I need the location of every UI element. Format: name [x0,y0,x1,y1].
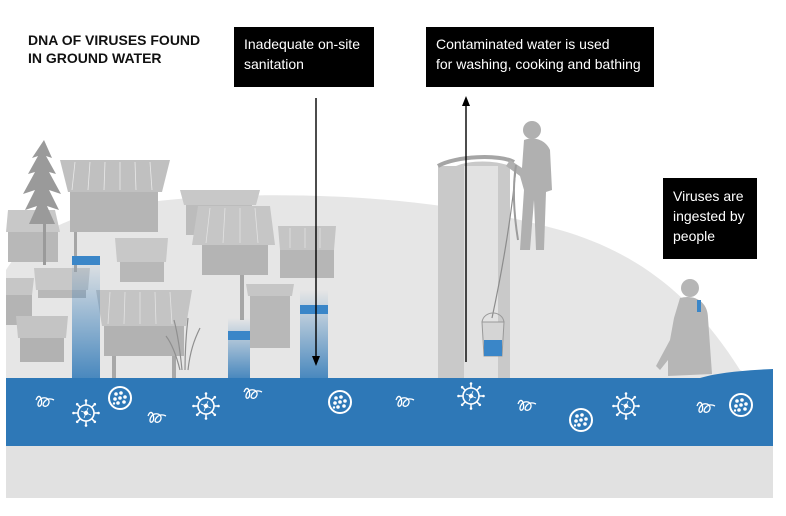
title-line-1: DNA OF VIRUSES FOUND [28,32,201,48]
village [6,160,336,378]
reeds [165,317,201,371]
water-use-callout-line-2: for washing, cooking and bathing [436,56,641,72]
surface-water [700,369,773,378]
ingested-callout-line-1: Viruses are [673,188,744,204]
sanitation-arrow [312,98,320,366]
sanitation-callout-line-1: Inadequate on-site [244,36,360,52]
water-use-arrow [462,96,470,362]
ingested-callout: Viruses are ingested by people [663,178,757,259]
sanitation-callout-line-2: sanitation [244,56,304,72]
ingested-callout-line-3: people [673,228,716,244]
groundwater-layer [6,378,773,446]
tree [23,140,61,265]
sanitation-callout: Inadequate on-site sanitation [234,27,374,87]
water-use-callout: Contaminated water is used for washing, … [426,27,654,87]
bedrock-layer [6,446,773,498]
water-use-callout-line-1: Contaminated water is used [436,36,610,52]
diagram-title: DNA OF VIRUSES FOUND IN GROUND WATER [28,31,228,67]
ingested-callout-line-2: ingested by [673,208,745,224]
latrine-pits [72,256,328,378]
kneeling-person [656,279,712,376]
person-at-well [506,121,552,250]
well [436,155,517,378]
title-line-2: IN GROUND WATER [28,50,162,66]
